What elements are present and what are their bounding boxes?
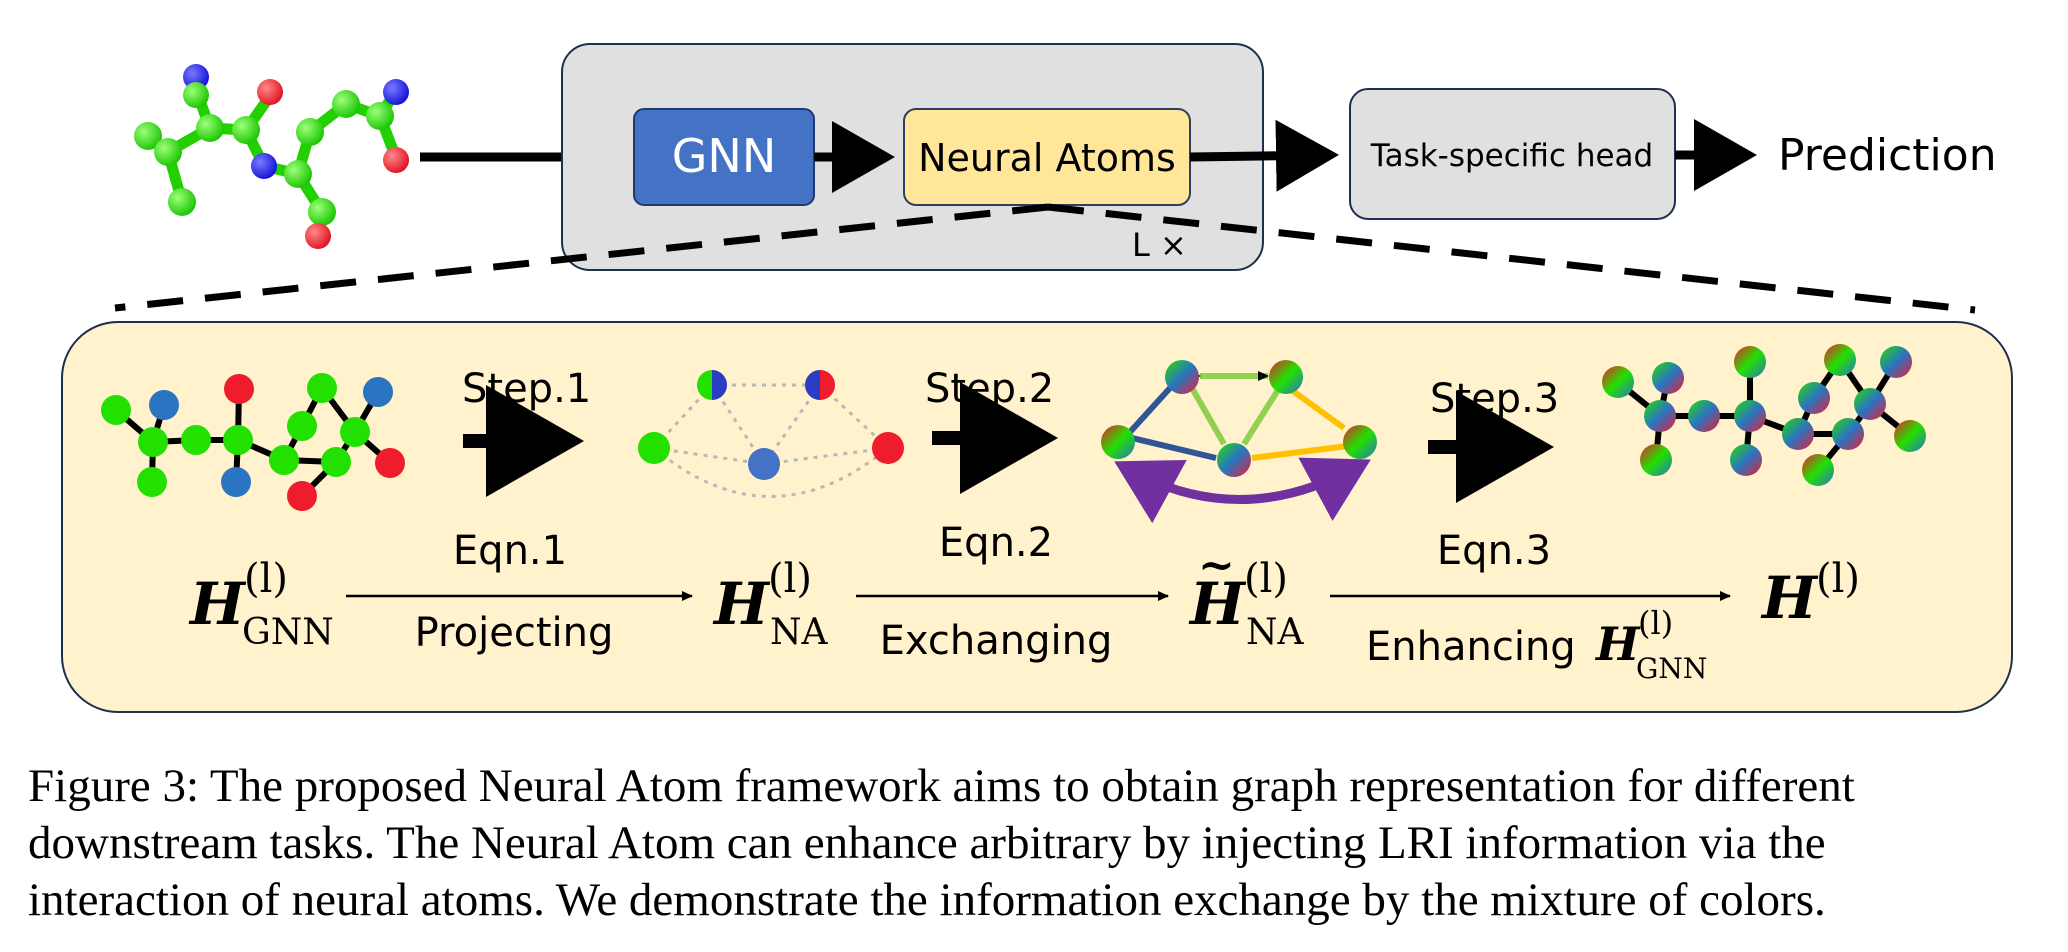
h-gnn-sup: (l) xyxy=(244,556,288,602)
input-graph xyxy=(101,373,405,511)
task-head-label: Task-specific head xyxy=(1370,138,1653,174)
projected-graph xyxy=(638,370,904,498)
h-na-tilde-symbol: ~ H (l) NA xyxy=(1188,540,1305,653)
h-na-main: H xyxy=(712,570,771,638)
h-output-main: H xyxy=(1760,564,1819,632)
projecting-label: Projecting xyxy=(415,610,614,656)
caption-line-1: Figure 3: The proposed Neural Atom frame… xyxy=(28,760,1855,812)
enhancing-h-sub: GNN xyxy=(1636,652,1707,685)
h-gnn-symbol: H (l) GNN xyxy=(188,556,334,653)
h-na-sup: (l) xyxy=(768,556,812,602)
arrow-na-to-head xyxy=(1189,119,1339,192)
neural-atoms-label: Neural Atoms xyxy=(918,136,1176,180)
repeat-label: L × xyxy=(1132,226,1187,264)
figure-caption: Figure 3: The proposed Neural Atom frame… xyxy=(28,758,2043,929)
caption-line-3: interaction of neural atoms. We demonstr… xyxy=(28,874,1826,926)
eqn3-label: Eqn.3 xyxy=(1437,528,1551,574)
h-output-symbol: H (l) xyxy=(1760,556,1860,632)
enhancing-h-main: H xyxy=(1594,617,1641,671)
prediction-label: Prediction xyxy=(1778,130,1997,181)
eqn1-label: Eqn.1 xyxy=(453,528,567,574)
h-na-sub: NA xyxy=(770,612,829,653)
enhancing-h-gnn-symbol: H (l) GNN xyxy=(1594,604,1707,685)
caption-line-2: downstream tasks. The Neural Atom can en… xyxy=(28,817,1826,869)
gnn-label: GNN xyxy=(672,129,776,183)
h-na-tilde-sup: (l) xyxy=(1244,556,1288,602)
exchanging-label: Exchanging xyxy=(880,618,1113,664)
h-gnn-sub: GNN xyxy=(242,612,334,653)
step3-label: Step.3 xyxy=(1430,376,1559,422)
neural-atom-figure: L × GNN Neural Atoms Task-specific head … xyxy=(61,43,2013,713)
h-output-sup: (l) xyxy=(1816,556,1860,602)
h-na-tilde-mark: ~ xyxy=(1198,540,1235,591)
step2-label: Step.2 xyxy=(925,366,1054,412)
h-gnn-main: H xyxy=(188,570,247,638)
zoom-line-left xyxy=(114,203,1049,312)
zoom-line-right xyxy=(1047,203,1976,314)
h-na-symbol: H (l) NA xyxy=(712,556,829,653)
eqn2-label: Eqn.2 xyxy=(939,520,1053,566)
molecule-icon xyxy=(134,64,409,249)
enhancing-h-sup: (l) xyxy=(1638,604,1673,642)
h-na-tilde-main: H xyxy=(1188,570,1247,638)
h-na-tilde-sub: NA xyxy=(1246,612,1305,653)
exchange-graph xyxy=(1101,360,1377,524)
enhancing-label: Enhancing xyxy=(1366,624,1576,670)
step1-label: Step.1 xyxy=(462,366,591,412)
enhanced-graph xyxy=(1602,344,1926,486)
